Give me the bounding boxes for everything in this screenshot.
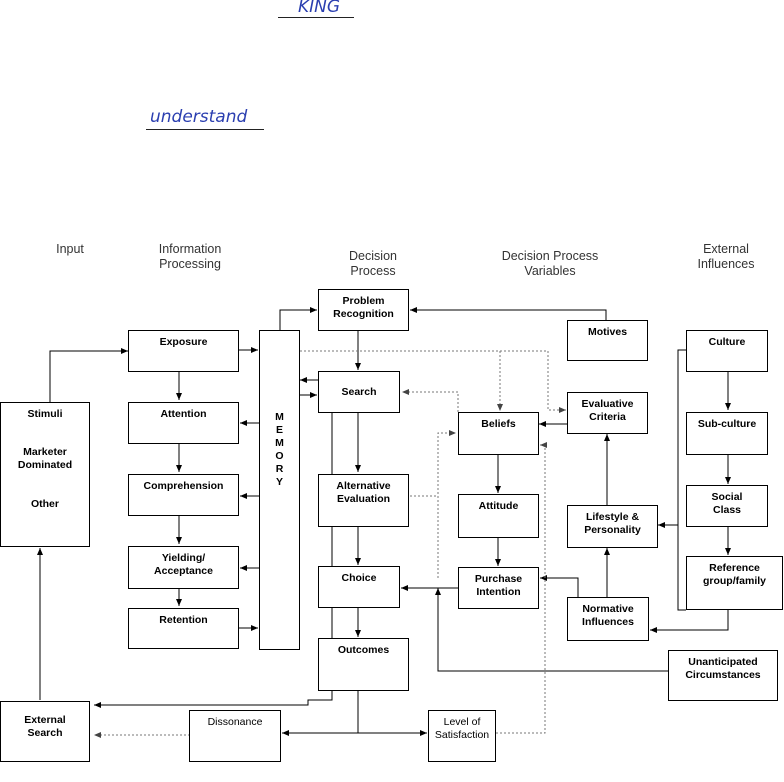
reference-group-label: Reference group/family <box>702 562 766 587</box>
social-class-label: Social Class <box>711 491 743 516</box>
choice-label: Choice <box>341 572 377 584</box>
alternative-evaluation-box: Alternative Evaluation <box>318 474 409 527</box>
motives-label: Motives <box>587 326 628 338</box>
purchase-intention-label: Purchase Intention <box>474 573 523 598</box>
yielding-acceptance-label: Yielding/ Acceptance <box>154 552 213 577</box>
attention-label: Attention <box>160 408 207 420</box>
level-of-satisfaction-label: Level of Satisfaction <box>434 716 490 741</box>
culture-label: Culture <box>708 336 746 348</box>
stimuli-box: Stimuli Marketer Dominated Other <box>0 402 90 547</box>
problem-recognition-box: Problem Recognition <box>318 289 409 331</box>
stimuli-label: Stimuli <box>27 408 63 420</box>
problem-recognition-label: Problem Recognition <box>333 295 394 320</box>
dissonance-box: Dissonance <box>189 710 281 762</box>
marketer-dominated-label: Marketer Dominated <box>17 446 73 471</box>
lifestyle-personality-box: Lifestyle & Personality <box>567 505 658 548</box>
reference-group-box: Reference group/family <box>686 556 783 610</box>
sub-culture-box: Sub-culture <box>686 412 768 455</box>
beliefs-label: Beliefs <box>481 418 516 430</box>
header-external-influences: External Influences <box>697 242 755 271</box>
header-decision-process-variables: Decision Process Variables <box>501 249 599 278</box>
yielding-acceptance-box: Yielding/ Acceptance <box>128 546 239 589</box>
level-of-satisfaction-box: Level of Satisfaction <box>428 710 496 762</box>
unanticipated-circumstances-label: Unanticipated Circumstances <box>685 656 761 681</box>
outcomes-box: Outcomes <box>318 638 409 691</box>
alternative-evaluation-label: Alternative Evaluation <box>336 480 391 505</box>
header-information-processing: Information Processing <box>158 242 222 271</box>
lifestyle-personality-label: Lifestyle & Personality <box>584 511 641 536</box>
beliefs-box: Beliefs <box>458 412 539 455</box>
exposure-box: Exposure <box>128 330 239 372</box>
exposure-label: Exposure <box>159 336 208 348</box>
comprehension-label: Comprehension <box>143 480 224 492</box>
evaluative-criteria-box: Evaluative Criteria <box>567 392 648 434</box>
comprehension-box: Comprehension <box>128 474 239 516</box>
attention-box: Attention <box>128 402 239 444</box>
handwritten-king: KING <box>298 0 341 17</box>
choice-box: Choice <box>318 566 400 608</box>
external-search-box: External Search <box>0 701 90 762</box>
underline-king <box>278 17 354 18</box>
outcomes-label: Outcomes <box>337 644 390 656</box>
normative-influences-box: Normative Influences <box>567 597 649 641</box>
search-label: Search <box>341 386 377 398</box>
header-decision-process: Decision Process <box>349 249 397 278</box>
evaluative-criteria-label: Evaluative Criteria <box>581 398 634 423</box>
retention-box: Retention <box>128 608 239 649</box>
social-class-box: Social Class <box>686 485 768 527</box>
purchase-intention-box: Purchase Intention <box>458 567 539 609</box>
attitude-box: Attitude <box>458 494 539 538</box>
other-label: Other <box>30 498 59 510</box>
underline-understand <box>146 129 264 130</box>
handwritten-understand: understand <box>150 107 248 127</box>
external-search-label: External Search <box>24 714 66 739</box>
culture-box: Culture <box>686 330 768 372</box>
motives-box: Motives <box>567 320 648 361</box>
unanticipated-circumstances-box: Unanticipated Circumstances <box>668 650 778 701</box>
dissonance-label: Dissonance <box>207 716 263 728</box>
search-box: Search <box>318 371 400 413</box>
header-input: Input <box>56 242 84 256</box>
retention-label: Retention <box>159 614 208 626</box>
sub-culture-label: Sub-culture <box>697 418 757 430</box>
attitude-label: Attitude <box>478 500 519 512</box>
normative-influences-label: Normative Influences <box>582 603 634 628</box>
